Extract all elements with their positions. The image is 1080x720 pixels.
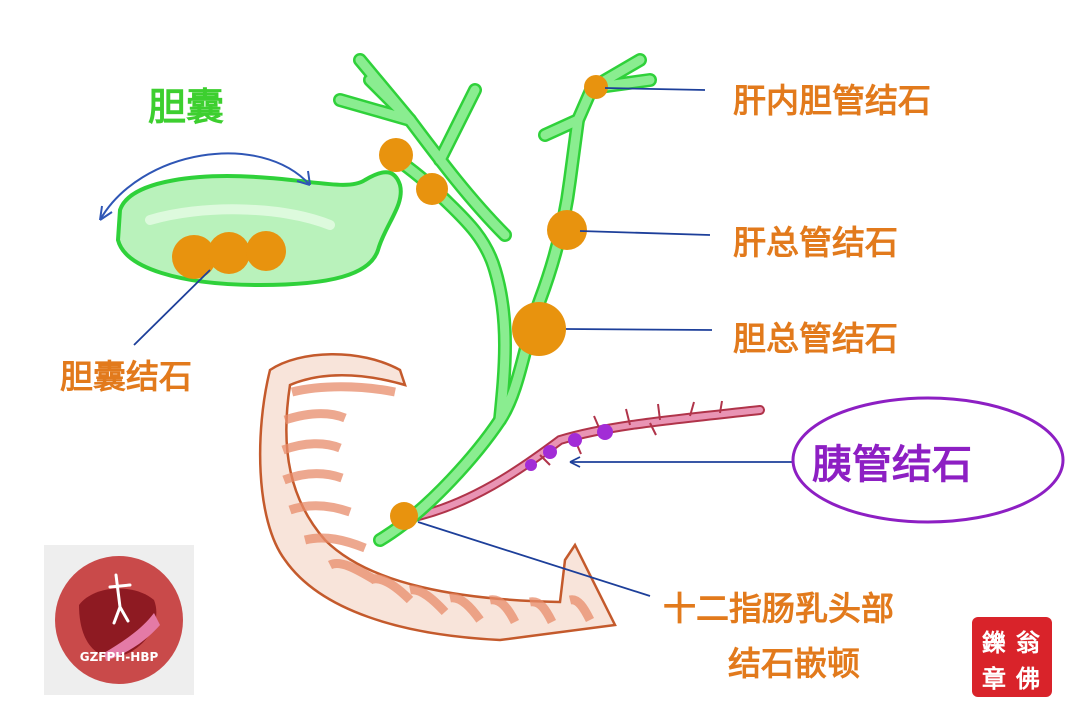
pancreatic-stones: [525, 424, 613, 471]
label-gallbladder-stones: 胆囊结石: [60, 357, 192, 396]
seal-char: 鑠: [982, 628, 1006, 657]
pointer-lines: [133, 87, 792, 597]
label-gallbladder: 胆囊: [148, 85, 225, 129]
artist-seal: 翁 佛 鑠 章: [972, 617, 1052, 697]
label-pancreatic-duct-stones: 胰管结石: [812, 442, 972, 488]
duodenum: [258, 353, 617, 642]
liver-logo-icon: [55, 556, 183, 684]
label-common-bile-duct-stones: 胆总管结石: [733, 319, 898, 358]
logo-text: GZFPH-HBP: [79, 650, 159, 664]
label-papilla-line1: 十二指肠乳头部: [663, 589, 894, 628]
label-intrahepatic-duct-stones: 肝内胆管结石: [733, 81, 931, 120]
label-papilla-line2: 结石嵌顿: [728, 644, 860, 683]
biliary-tree: [333, 53, 657, 547]
seal-char: 章: [982, 664, 1006, 693]
curved-arrow: [99, 152, 311, 221]
label-common-hepatic-duct-stones: 肝总管结石: [733, 223, 898, 262]
seal-char: 翁: [1016, 628, 1040, 657]
pancreatic-duct: [405, 400, 765, 523]
logo: GZFPH-HBP: [44, 545, 194, 695]
seal-char: 佛: [1016, 664, 1040, 693]
pancreatic-label-ellipse: [791, 396, 1065, 524]
stones: [172, 75, 608, 530]
